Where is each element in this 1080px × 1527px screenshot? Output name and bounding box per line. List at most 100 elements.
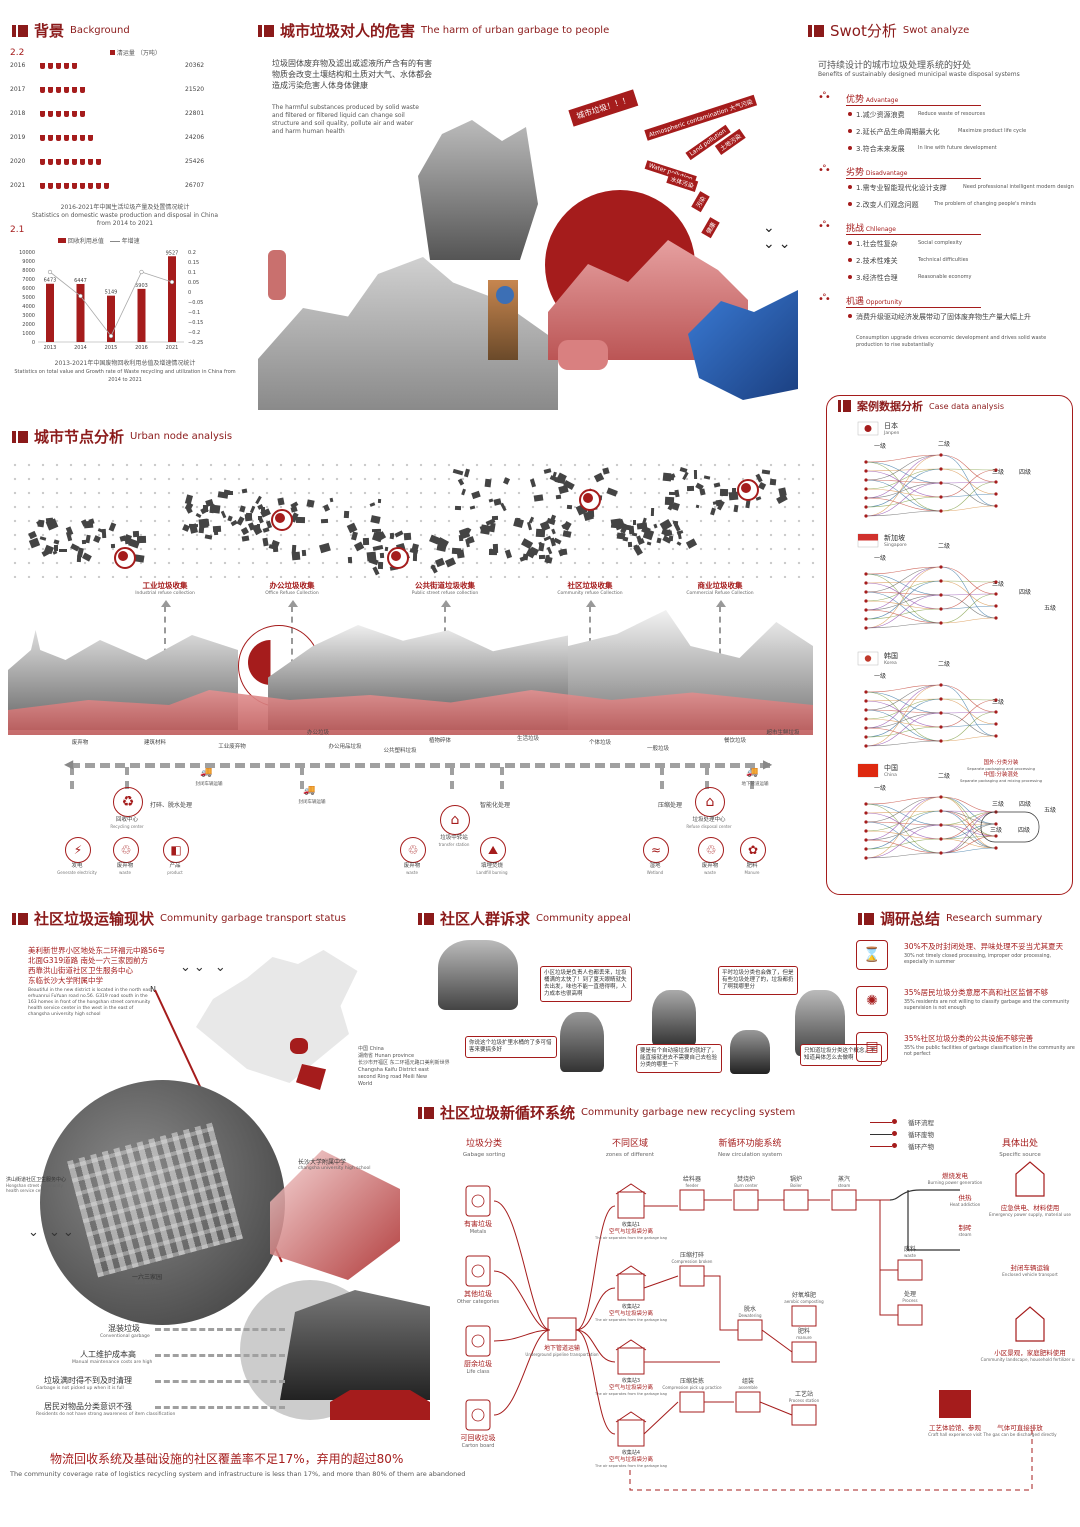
level-label: 二级 (938, 542, 950, 550)
flow-link (865, 566, 942, 575)
building-footprint (277, 497, 285, 506)
building-footprint (489, 522, 496, 532)
building-footprint (632, 519, 637, 526)
china-note1-en: Separate packaging and processing (967, 766, 1036, 771)
building-footprint (545, 554, 550, 563)
flow-link (865, 698, 942, 720)
china-box-label: 三级 (990, 826, 1002, 834)
globe-icon (496, 286, 514, 304)
flow-link (865, 810, 942, 850)
harm-text-zh: 垃圾固体废弃物及滤出或滤液所产含有的有害物质会改变土壤结构和土质对大气、水体都会… (272, 59, 432, 90)
building-footprint (209, 504, 220, 514)
flow-node (994, 504, 998, 508)
building-footprint (111, 544, 116, 549)
flow-link (865, 684, 942, 693)
machine-icon (679, 1391, 705, 1413)
flow-link (865, 454, 942, 481)
ruined-building (418, 120, 538, 260)
bar (76, 283, 85, 342)
sorting-en: Metals (470, 1229, 487, 1235)
y-tick-label: 8000 (22, 268, 35, 274)
flow-link (865, 796, 942, 823)
country-en: Janpen (883, 430, 900, 436)
value-label: 20362 (185, 62, 205, 69)
swot-dots-icon: •˚• (818, 165, 831, 176)
dashed-down (500, 767, 504, 789)
flow-node (864, 496, 868, 500)
problem-en: Conventional garbage (100, 1334, 150, 1339)
flow-node (864, 626, 868, 630)
icon-label-en: Landfill burning (476, 870, 508, 875)
machine-icon (897, 1259, 923, 1281)
building-footprint (226, 490, 233, 495)
waste-labels: 废弃物建筑材料工业废弃物办公垃圾办公用品垃圾公共塑料垃圾植物碎体生活垃圾个体垃圾… (0, 728, 820, 758)
flow-link (865, 821, 942, 854)
swot-item-zh: 2.改变人们观念问题 (856, 201, 919, 209)
sorting-zh: 其他垃圾 (464, 1289, 492, 1298)
level-label: 三级 (992, 800, 1004, 808)
building-footprint (452, 468, 463, 476)
bin-pictogram-icon (80, 183, 85, 189)
country-en: China (884, 772, 897, 778)
pipeline-zh: 地下管道运输 (544, 1344, 580, 1352)
legend-dot (892, 1143, 897, 1148)
machine-zh: 给料器 (683, 1175, 701, 1183)
bullet-icon (848, 185, 852, 189)
y2-tick-label: 0.05 (188, 280, 199, 286)
bin-pictogram-icon (40, 87, 45, 93)
quote-2: 你说这个垃圾扩里水桶的了多可惜客来要搞多好 (465, 1036, 557, 1058)
building-footprint (59, 549, 67, 553)
flow-link (865, 718, 942, 728)
level-label: 四级 (1019, 800, 1031, 808)
flow-line (493, 1200, 551, 1331)
icon-label-zh: 湿地 (649, 863, 661, 869)
y-tick-label: 6000 (22, 286, 35, 292)
building-footprint (470, 504, 477, 510)
building-footprint (460, 488, 466, 496)
building-footprint (241, 535, 250, 542)
flow-node (864, 572, 868, 576)
growth-point (108, 333, 114, 339)
year-label: 2018 (10, 110, 26, 117)
flow-node (864, 811, 868, 815)
bin-icon (465, 1185, 491, 1217)
icon-label-zh: 填埋焚烧 (480, 863, 503, 869)
flow-node (939, 495, 943, 499)
swot-group-en: Chllenage (864, 226, 896, 233)
legend-line (870, 1146, 892, 1147)
year-label: 2021 (10, 182, 26, 189)
building-footprint (394, 530, 404, 538)
flow-link (865, 580, 942, 584)
bar (46, 283, 54, 342)
bin-symbol (471, 1194, 485, 1208)
swot-subtitle-zh: 可持续设计的城市垃圾处理系统的好处 (818, 61, 972, 71)
building-footprint (471, 490, 481, 499)
swot-item-zh: 消费升级驱动经济发展带动了固体废弃物生产量大幅上升 (856, 313, 1031, 321)
flow-link (940, 698, 997, 725)
building-footprint (758, 481, 767, 491)
country-en: Korea (884, 660, 897, 666)
x-tick-label: 2013 (44, 345, 57, 351)
flag-china (858, 764, 878, 777)
building-footprint (560, 548, 568, 556)
flow-node (864, 802, 868, 806)
flow-link (865, 582, 942, 610)
icon-label-zh: 废弃物 (116, 863, 134, 869)
value-label: 24206 (185, 134, 205, 141)
flow-node (864, 708, 868, 712)
waste-icon: ♲ (400, 837, 426, 863)
y2-tick-label: 0.1 (188, 270, 196, 276)
flow-link (940, 482, 997, 507)
swot-item-zh: 1.需专业智能现代化设计支撑 (856, 184, 947, 192)
flow-line (643, 1275, 679, 1289)
swot-group-zh: 挑战 (846, 224, 865, 234)
flow-link (940, 811, 997, 840)
building-footprint (650, 507, 655, 516)
building-footprint (245, 513, 253, 520)
waste-label: 办公用品垃圾 (328, 744, 362, 750)
bin-pictogram-icon (48, 111, 53, 117)
output-zh: 气体可直接排放 (997, 1423, 1043, 1432)
